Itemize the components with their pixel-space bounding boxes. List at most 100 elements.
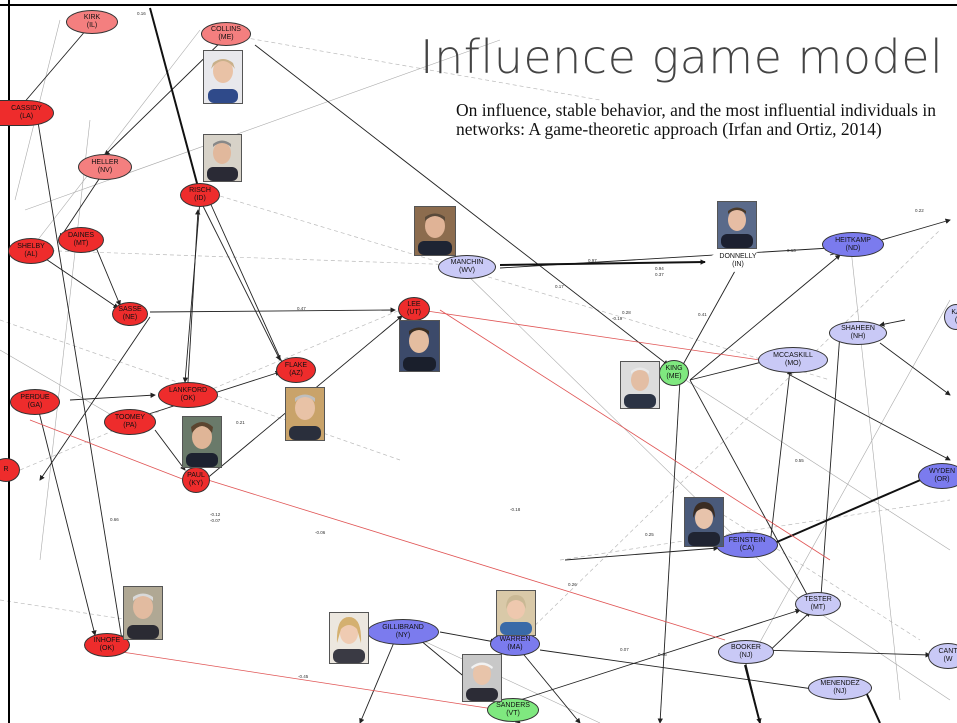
node-state: (IL) (86, 22, 98, 29)
edge-weight-label: -0.07 (210, 518, 221, 523)
node-name: TESTER (804, 596, 832, 603)
node-state: (LA) (19, 113, 34, 120)
node-name: COLLINS (211, 26, 241, 33)
slide-title: Influence game model (420, 30, 944, 84)
edge-weight-label: 0.26 (568, 582, 577, 587)
node-name: SHELBY (17, 243, 45, 250)
node-state: (NJ) (833, 688, 847, 695)
node-state: (ME) (218, 34, 234, 41)
node-name: HEITKAMP (835, 236, 871, 244)
edge-weight-label: 0.97 (588, 258, 597, 263)
paper-citation: On influence, stable behavior, and the m… (456, 100, 936, 139)
gillibrand-photo (329, 612, 369, 664)
node-name: SASSE (118, 306, 142, 313)
node-menendez: MENENDEZ(NJ) (808, 676, 872, 700)
manchin-photo (414, 206, 456, 256)
node-state: (MO) (785, 360, 801, 367)
node-name: R (3, 466, 9, 473)
node-name: HELLER (91, 159, 119, 166)
node-name: SANDERS (496, 702, 530, 709)
node-name: MANCHIN (450, 259, 484, 266)
king-photo (620, 361, 660, 409)
node-state: (OK) (180, 395, 196, 402)
node-cantwell: CANT(W (928, 643, 957, 669)
node-name: MCCASKILL (773, 352, 813, 359)
edge-weight-label: 0.22 (915, 208, 924, 213)
strong-edge-group (149, 7, 926, 723)
feinstein-photo (684, 497, 724, 547)
node-lee: LEE(UT) (398, 297, 430, 321)
node-state: (GA) (27, 402, 43, 409)
edge-weight-label: 0.17 (555, 284, 564, 289)
node-name: FEINSTEIN (728, 537, 766, 544)
node-name: PAUL (187, 472, 205, 479)
node-mccaskill: MCCASKILL(MO) (758, 347, 828, 373)
inhofe-photo (123, 586, 163, 640)
node-state: (NH) (850, 333, 866, 340)
node-state: (KY) (189, 480, 203, 487)
node-name: FLAKE (284, 362, 308, 369)
lee-photo (399, 320, 440, 372)
node-daines: DAINES(MT) (58, 227, 104, 253)
risch-photo (203, 134, 242, 182)
node-name: KA (951, 309, 957, 316)
node-sasse: SASSE(NE) (112, 302, 148, 326)
edge-weight-label: -0.06 (315, 530, 326, 535)
edge-weight-label: 0.47 (297, 306, 306, 311)
edge-weight-label: 0.07 (620, 647, 629, 652)
node-donnelly: DONNELLY(IN) (708, 250, 768, 272)
node-state: (ND) (845, 244, 861, 252)
edge-weight-label: 0.46 (658, 652, 667, 657)
node-state: (UT) (407, 309, 421, 316)
node-name: LEE (407, 301, 421, 308)
node-state: (AZ) (289, 370, 303, 377)
node-wyden: WYDEN(OR) (918, 463, 957, 489)
node-name: WARREN (499, 636, 531, 643)
node-tester: TESTER(MT) (795, 592, 841, 616)
node-risch: RISCH(ID) (180, 183, 220, 207)
node-name: DONNELLY (719, 253, 757, 260)
node-kirk: KIRK(IL) (66, 10, 118, 34)
node-flake: FLAKE(AZ) (276, 357, 316, 383)
node-gillibrand: GILLIBRAND(NY) (367, 619, 439, 645)
node-state: (ID) (194, 195, 206, 202)
node-shelby: SHELBY(AL) (8, 238, 54, 264)
node-heitkamp: HEITKAMP(ND) (822, 232, 884, 257)
collins-photo (203, 50, 243, 104)
node-state: (IN) (732, 261, 744, 268)
node-paul: PAUL(KY) (182, 467, 210, 493)
node-sanders: SANDERS(VT) (487, 698, 539, 722)
node-state: (ME) (666, 373, 682, 380)
node-name: GILLIBRAND (382, 624, 424, 631)
node-perdue: PERDUE(GA) (10, 389, 60, 415)
node-state: (NY) (395, 632, 411, 639)
node-cassidy: CASSIDY(LA) (0, 100, 54, 126)
flake-photo (285, 387, 325, 441)
node-heller: HELLER(NV) (78, 154, 132, 180)
node-state: (MA) (507, 644, 523, 651)
warren-photo (496, 590, 536, 636)
edge-weight-label: -0.45 (298, 674, 309, 679)
node-inhofe: INHOFE(OK) (84, 633, 130, 657)
node-state: (VT) (506, 710, 520, 717)
node-name: SHAHEEN (841, 325, 875, 332)
donnelly-photo (717, 201, 757, 249)
node-name: WYDEN (928, 468, 956, 475)
node-ka: KA( (944, 304, 957, 330)
node-name: BOOKER (731, 644, 761, 651)
node-state: (AL) (24, 251, 38, 258)
edge-weight-label: 0.25 (645, 532, 654, 537)
node-state: (OR) (934, 476, 950, 483)
edge-weight-label: 0.55 (795, 458, 804, 463)
node-name: CANT (938, 648, 957, 655)
sanders-photo (462, 654, 502, 702)
node-king: KING(ME) (659, 360, 689, 386)
edge-weight-label: 0.28 (622, 310, 631, 315)
node-name: PERDUE (20, 394, 50, 401)
edge-weight-label: 0.37 (655, 272, 664, 277)
node-state: (MT) (810, 604, 826, 611)
node-lankford: LANKFORD(OK) (158, 382, 218, 408)
edge-weight-label: -0.18 (510, 507, 521, 512)
node-state: (W (943, 656, 953, 663)
